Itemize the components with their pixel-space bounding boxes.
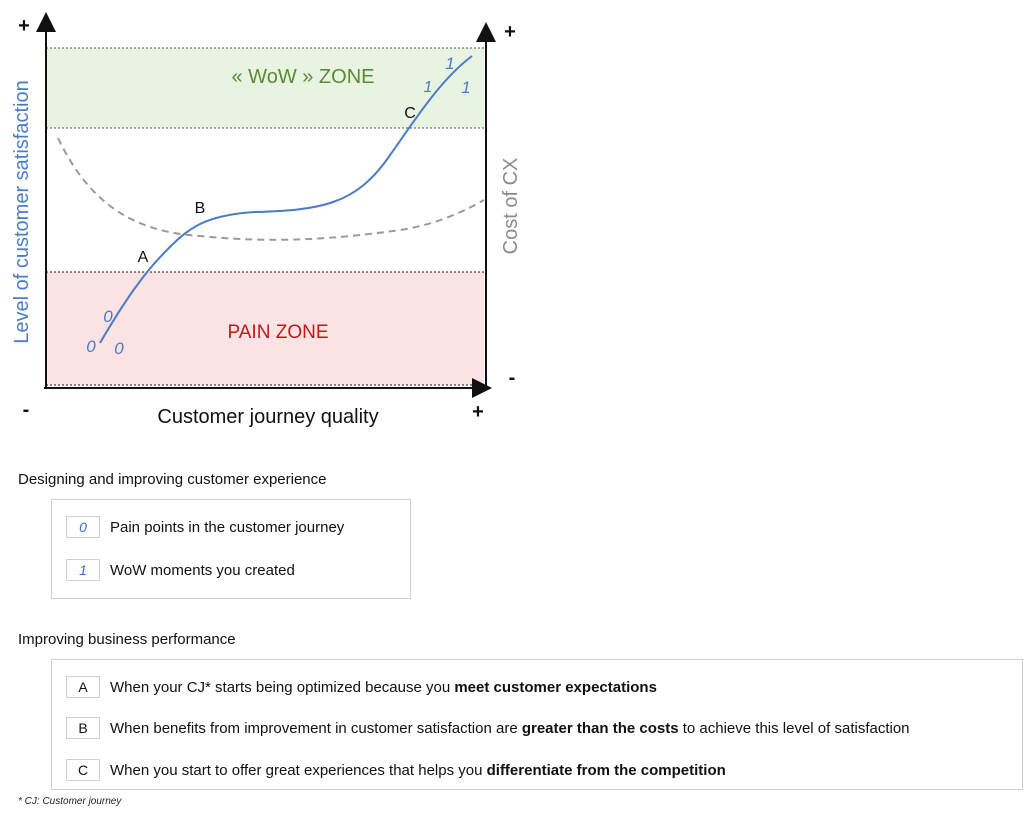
legend-text-a: When your CJ* starts being optimized bec… <box>110 678 657 696</box>
pain-zone <box>46 272 484 385</box>
fraction-one-small: 1 <box>424 79 433 96</box>
fraction-zero-denominator-right: 0 <box>114 339 124 358</box>
fraction-one-denominator: 1 <box>461 78 470 97</box>
fraction-zero-numerator: 0 <box>103 307 113 326</box>
legend-row-a: A When your CJ* starts being optimized b… <box>66 676 657 698</box>
x-axis-plus: + <box>472 401 484 423</box>
point-a-label: A <box>138 249 149 266</box>
legend-text-c: When you start to offer great experience… <box>110 761 726 779</box>
wow-zone <box>46 48 484 128</box>
legend-text-pain-points: Pain points in the customer journey <box>110 518 345 536</box>
wow-zone-label: « WoW » ZONE <box>232 66 375 88</box>
cost-axis-label: Cost of CX <box>500 158 522 255</box>
business-legend-box: A When your CJ* starts being optimized b… <box>51 659 1023 790</box>
cx-diagram: « WoW » ZONE PAIN ZONE + - + + - Level o… <box>11 12 522 428</box>
legend-row-wow-moments: 1 WoW moments you created <box>66 559 295 581</box>
fraction-one-numerator: 1 <box>445 54 454 73</box>
y-axis-label: Level of customer satisfaction <box>11 80 33 343</box>
legend-row-c: C When you start to offer great experien… <box>66 759 726 781</box>
legend-key-one: 1 <box>66 559 100 581</box>
design-legend-box: 0 Pain points in the customer journey 1 … <box>51 499 411 599</box>
cost-axis-minus: - <box>509 367 516 389</box>
legend-key-a: A <box>66 676 100 698</box>
point-c-label: C <box>404 105 416 122</box>
legend-key-c: C <box>66 759 100 781</box>
cost-curve <box>57 137 485 241</box>
y-axis-plus: + <box>18 15 30 37</box>
footnote: * CJ: Customer journey <box>18 796 122 807</box>
legend-row-b: B When benefits from improvement in cust… <box>66 717 910 739</box>
legend-key-zero: 0 <box>66 516 100 538</box>
legend-text-b: When benefits from improvement in custom… <box>110 719 910 737</box>
satisfaction-curve <box>99 55 473 344</box>
legend-text-wow-moments: WoW moments you created <box>110 561 295 579</box>
section-design-title: Designing and improving customer experie… <box>18 471 327 488</box>
x-axis-label: Customer journey quality <box>157 406 378 428</box>
cost-axis-plus: + <box>504 21 516 43</box>
y-axis-minus: - <box>23 399 30 421</box>
pain-zone-label: PAIN ZONE <box>228 322 329 343</box>
point-b-label: B <box>195 200 206 217</box>
legend-row-pain-points: 0 Pain points in the customer journey <box>66 516 344 538</box>
fraction-zero-denominator-left: 0 <box>86 337 96 356</box>
section-business-title: Improving business performance <box>18 631 236 648</box>
legend-key-b: B <box>66 717 100 739</box>
